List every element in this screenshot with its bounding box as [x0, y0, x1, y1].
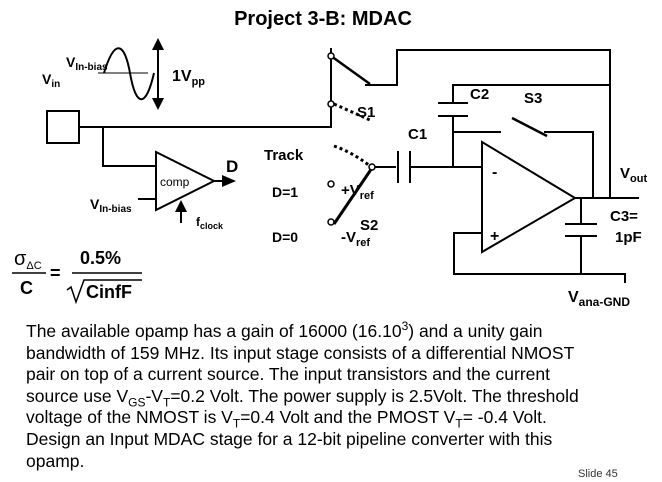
description-line: voltage of the NMOST is VT=0.4 Volt and …	[26, 407, 547, 431]
svg-text:σΔC: σΔC	[14, 248, 42, 272]
comp-label: comp	[160, 175, 190, 189]
vgnd-label: V	[568, 289, 579, 306]
d0-label: D=0	[272, 229, 298, 245]
svg-text:-Vref: -Vref	[341, 229, 370, 249]
comparator	[155, 150, 217, 212]
fclock-label: f	[196, 215, 201, 229]
svg-text:1Vpp: 1Vpp	[172, 68, 205, 88]
description-line: Design an Input MDAC stage for a 12-bit …	[26, 428, 553, 449]
s2-switch	[332, 167, 374, 225]
description-line: The available opamp has a gain of 16000 …	[26, 319, 543, 341]
svg-text:Vin: Vin	[42, 71, 60, 90]
vin-label: V	[42, 71, 52, 87]
formula-sigma: σ	[14, 248, 27, 270]
s3-label: S3	[524, 90, 542, 107]
description-line: bandwidth of 159 MHz. Its input stage co…	[26, 342, 575, 363]
formula-denominator: C	[20, 278, 33, 298]
c3-label: C3=	[610, 208, 638, 225]
s3-switch	[511, 116, 548, 138]
d1-label: D=1	[272, 184, 298, 200]
opamp-minus-label: -	[492, 164, 497, 181]
svg-text:VIn-bias: VIn-bias	[66, 54, 108, 73]
formula-numerator: 0.5%	[80, 248, 121, 268]
vref-neg-label: -V	[341, 229, 356, 246]
s1-label: S1	[357, 104, 375, 121]
description-line: opamp.	[26, 450, 85, 471]
vin-bias-label: V	[66, 54, 76, 70]
c3-value: 1pF	[615, 229, 642, 246]
formula-equals: =	[50, 263, 61, 283]
problem-description: The available opamp has a gain of 16000 …	[26, 319, 646, 472]
opamp	[481, 140, 577, 254]
svg-text:fclock: fclock	[196, 215, 224, 231]
track-label: Track	[264, 147, 304, 164]
description-line: source use VGS-VT=0.2 Volt. The power su…	[26, 385, 579, 410]
comp-bias-label: V	[90, 196, 100, 212]
slide-number: Slide 45	[578, 468, 618, 480]
s2-label: S2	[360, 217, 378, 234]
sine-wave	[103, 47, 155, 101]
c1-label: C1	[408, 126, 427, 143]
vref-pos-label: +V	[341, 182, 360, 199]
input-source-box	[46, 110, 80, 144]
formula-sqrt-arg: CinfF	[86, 282, 132, 302]
page-title: Project 3-B: MDAC	[234, 8, 412, 30]
vout-label: V	[620, 165, 630, 182]
mismatch-formula: σΔC C = 0.5% CinfF	[12, 248, 142, 305]
svg-text:+Vref: +Vref	[341, 182, 374, 202]
svg-text:Vout: Vout	[620, 165, 647, 185]
vpp-label: 1V	[172, 68, 192, 85]
c2-label: C2	[470, 86, 489, 103]
description-line: pair on top of a current source. The inp…	[26, 364, 550, 385]
svg-text:VIn-bias: VIn-bias	[90, 196, 132, 215]
opamp-plus-label: +	[490, 228, 499, 245]
svg-text:Vana-GND: Vana-GND	[568, 289, 630, 309]
d-output-label: D	[226, 157, 238, 176]
sqrt-icon	[66, 279, 142, 305]
s1-switch	[330, 54, 371, 86]
